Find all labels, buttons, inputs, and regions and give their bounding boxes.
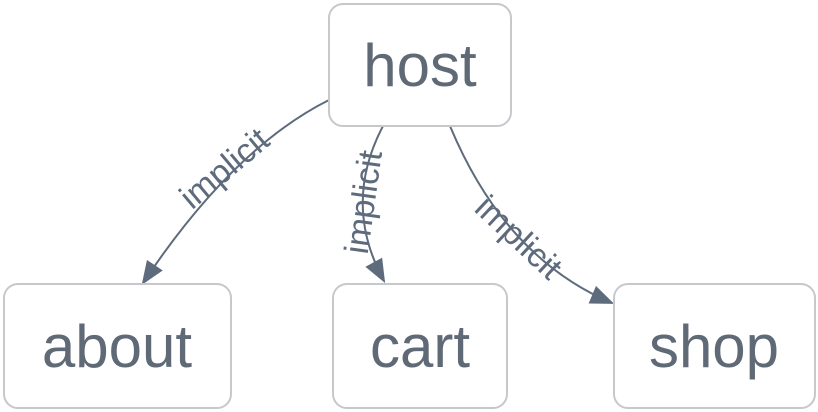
node-host[interactable]: host [328, 3, 512, 127]
edge-label: implicit [173, 120, 277, 216]
node-cart[interactable]: cart [332, 283, 508, 409]
node-box [332, 283, 508, 409]
node-label: shop [649, 313, 779, 380]
edge-line [361, 125, 386, 284]
edge-host-about[interactable]: implicit [141, 99, 330, 285]
node-label: host [363, 32, 477, 99]
edge-label: implicit [467, 188, 569, 287]
node-box [3, 283, 232, 409]
edge-label: implicit [338, 147, 390, 256]
edge-line [449, 125, 615, 304]
edge-host-cart[interactable]: implicit [338, 125, 390, 284]
node-box [328, 3, 512, 127]
node-shop[interactable]: shop [613, 283, 816, 409]
node-label: about [42, 313, 192, 380]
node-about[interactable]: about [3, 283, 232, 409]
edge-host-shop[interactable]: implicit [449, 125, 615, 304]
edge-line [141, 99, 330, 285]
node-box [613, 283, 816, 409]
node-label: cart [370, 313, 470, 380]
